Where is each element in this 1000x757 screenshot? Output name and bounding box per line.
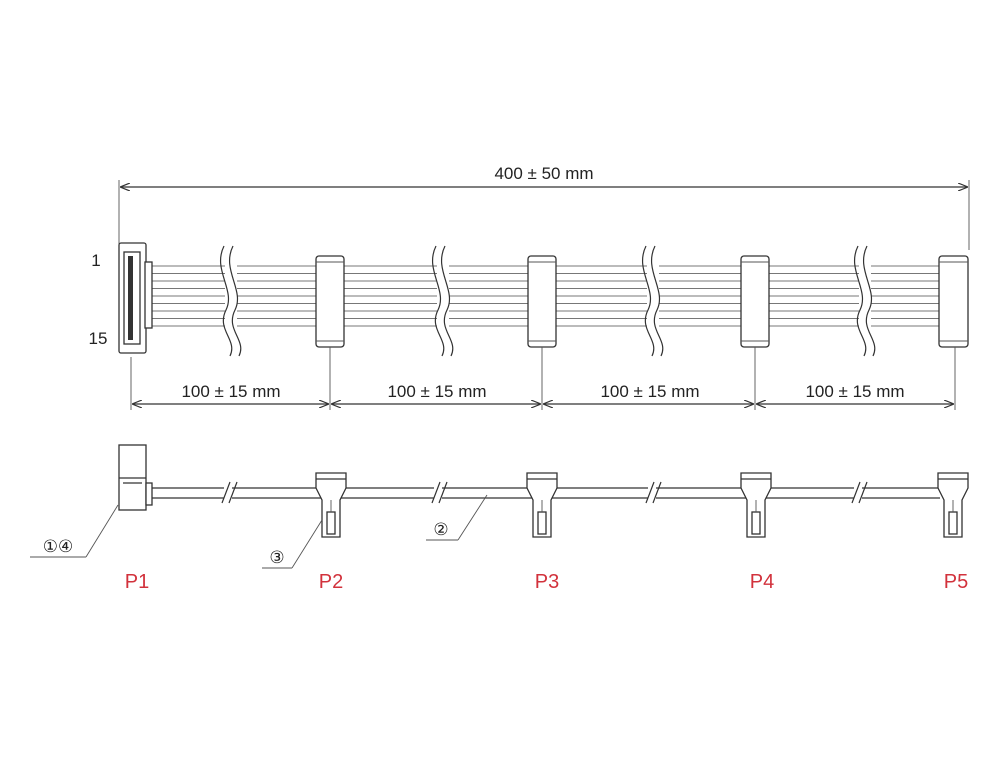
connector-label-p4: P4 bbox=[750, 571, 774, 593]
segment-1-label: 100 ± 15 mm bbox=[181, 382, 280, 401]
connector-label-p3: P3 bbox=[535, 571, 559, 593]
callout-2-label: ② bbox=[433, 520, 448, 540]
cable-breaks-top bbox=[219, 245, 876, 357]
break-symbol-side bbox=[851, 481, 868, 504]
cable-breaks-side bbox=[221, 481, 868, 504]
side-connector-p5 bbox=[937, 472, 969, 538]
break-symbol bbox=[431, 245, 454, 357]
pin-last-label: 15 bbox=[89, 329, 108, 348]
overall-dimension-label: 400 ± 50 mm bbox=[494, 164, 593, 183]
sleeve-p4 bbox=[740, 255, 770, 348]
sleeve-p3 bbox=[527, 255, 557, 348]
break-symbol-side bbox=[645, 481, 662, 504]
callout-3-label: ③ bbox=[269, 548, 284, 568]
break-symbol-side bbox=[431, 481, 448, 504]
break-symbol bbox=[641, 245, 664, 357]
side-connector-p2 bbox=[315, 472, 347, 538]
sleeves-top bbox=[315, 255, 969, 348]
connector-label-p2: P2 bbox=[319, 571, 343, 593]
break-symbol bbox=[219, 245, 242, 357]
side-connector-p3 bbox=[526, 472, 558, 538]
break-symbol-side bbox=[221, 481, 238, 504]
p1-connector-top bbox=[118, 242, 153, 354]
callout-1-4: ①④ bbox=[30, 504, 119, 558]
segment-dimensions: 100 ± 15 mm 100 ± 15 mm 100 ± 15 mm 100 … bbox=[130, 347, 956, 410]
p1-connector-side bbox=[118, 444, 153, 511]
segment-4-label: 100 ± 15 mm bbox=[805, 382, 904, 401]
pin-first-label: 1 bbox=[91, 251, 100, 270]
sleeve-p2 bbox=[315, 255, 345, 348]
side-connectors bbox=[315, 472, 969, 538]
segment-2-label: 100 ± 15 mm bbox=[387, 382, 486, 401]
callout-3: ③ bbox=[262, 519, 323, 569]
connector-label-p1: P1 bbox=[125, 571, 149, 593]
break-symbol bbox=[853, 245, 876, 357]
callout-2: ② bbox=[426, 494, 488, 541]
connector-label-p5: P5 bbox=[944, 571, 968, 593]
callout-1-4-label: ①④ bbox=[43, 537, 73, 557]
side-connector-p4 bbox=[740, 472, 772, 538]
segment-3-label: 100 ± 15 mm bbox=[600, 382, 699, 401]
overall-dimension: 400 ± 50 mm bbox=[118, 164, 970, 250]
sleeve-p5 bbox=[938, 255, 969, 348]
